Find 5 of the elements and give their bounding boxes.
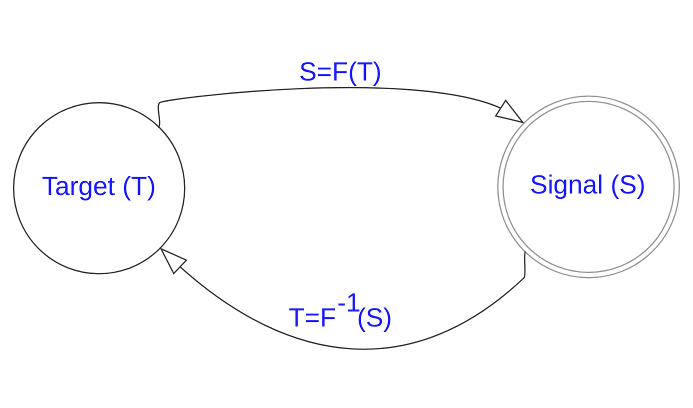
node-circle: Target (T) <box>12 102 186 274</box>
edge-label: S=F(T) <box>299 56 382 86</box>
arrow <box>160 246 526 349</box>
arrow <box>158 86 524 128</box>
node-circle: Signal (S) <box>497 94 680 278</box>
